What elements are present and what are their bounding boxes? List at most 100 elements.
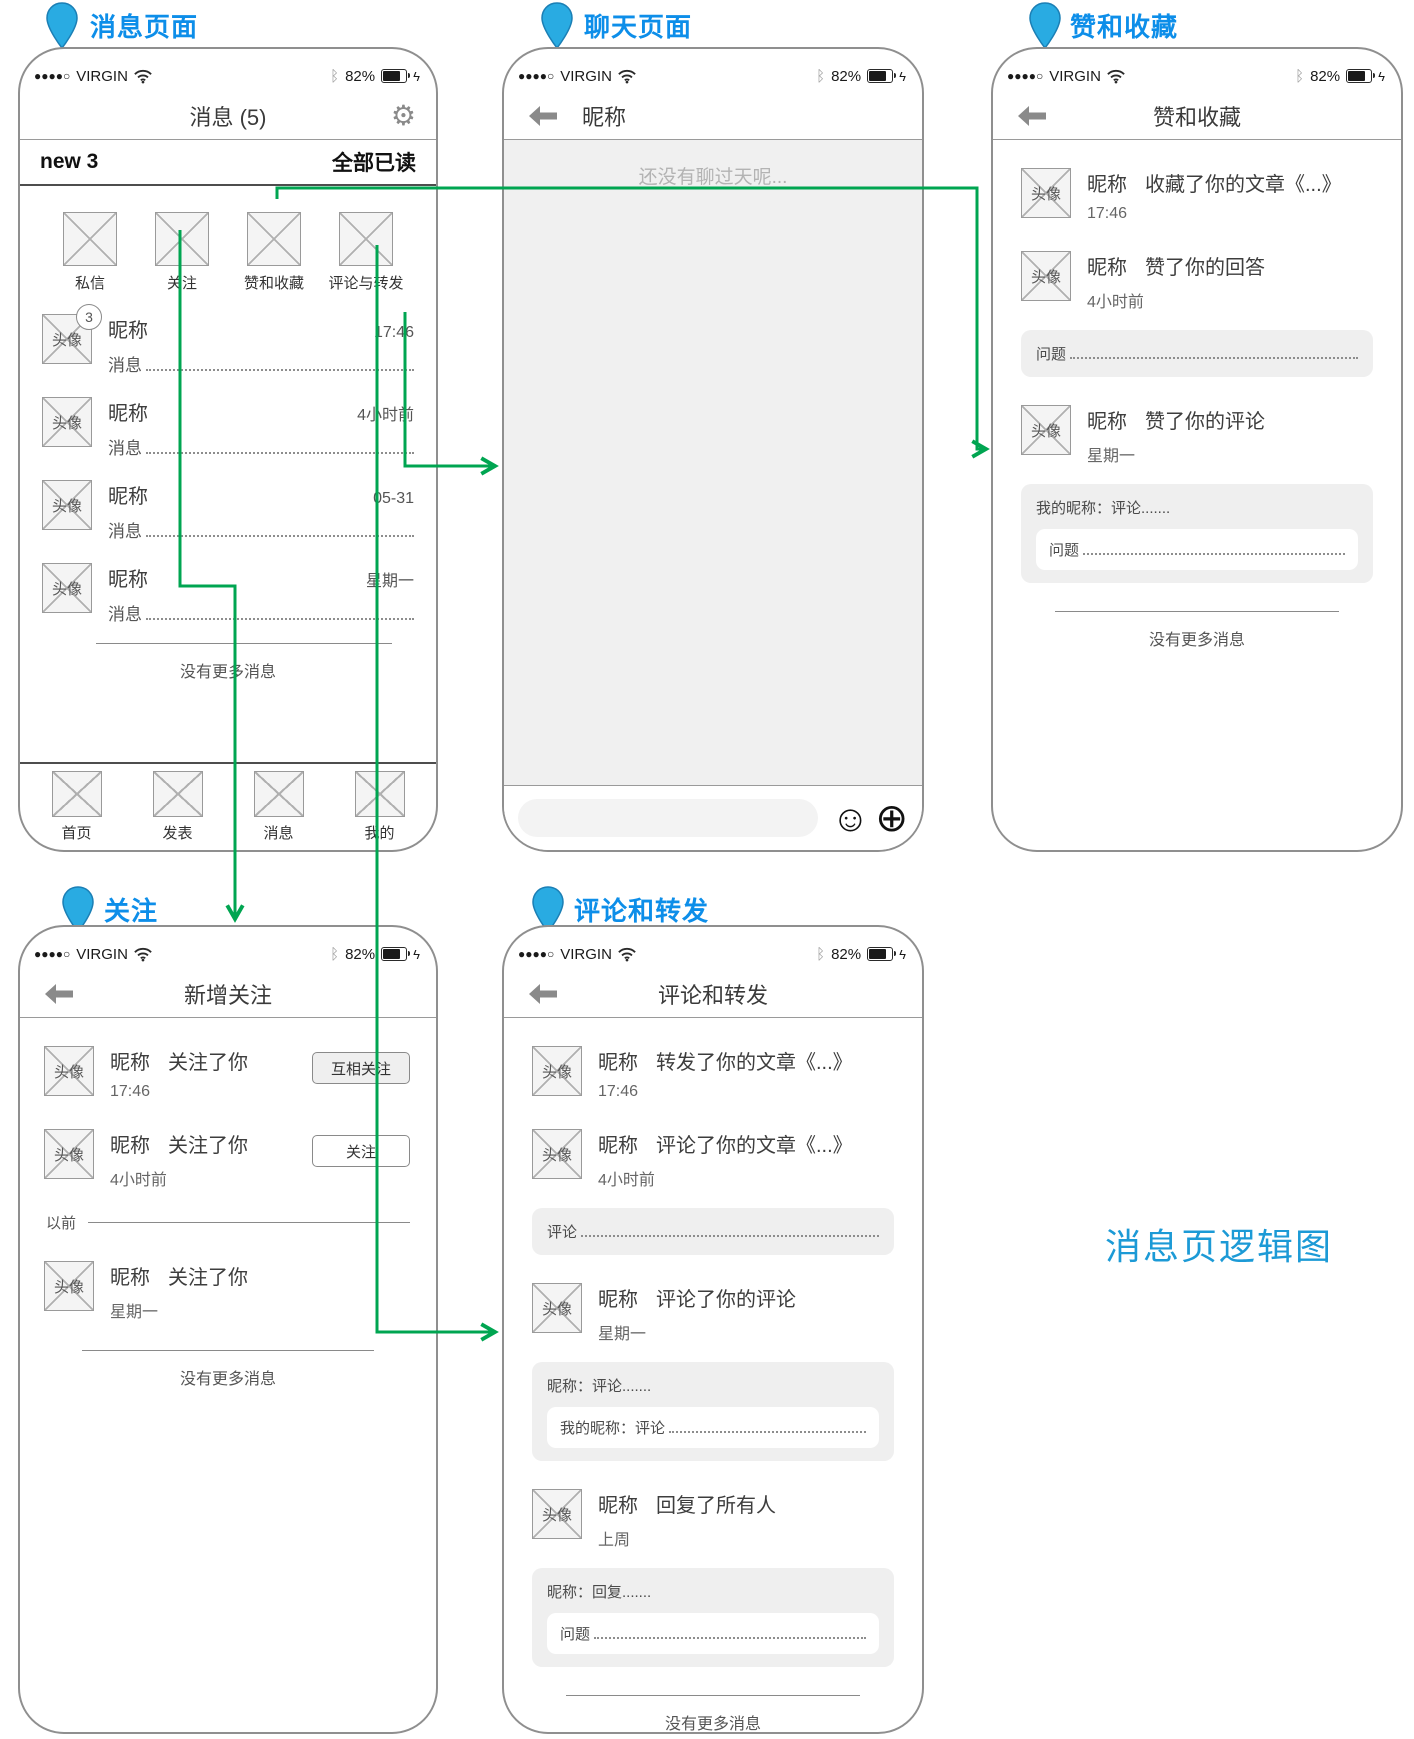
notification-item[interactable]: 头像 昵称评论了你的评论 星期一 <box>504 1283 922 1344</box>
avatar[interactable]: 头像 <box>1021 168 1071 218</box>
follower-item[interactable]: 头像 昵称关注了你 17:46 互相关注 <box>20 1046 436 1101</box>
conversation-row[interactable]: 头像 昵称星期一 消息 <box>20 563 436 625</box>
phone-comments-page: ●●●●○ VIRGIN ᛒ 82% ϟ 评论和转发 头像 昵称转发了你的文章《… <box>502 925 924 1734</box>
mark-all-read-button[interactable]: 全部已读 <box>332 152 416 175</box>
category-comments-reposts[interactable]: 评论与转发 <box>322 212 410 293</box>
notification-item[interactable]: 头像 昵称收藏了你的文章《...》 17:46 <box>993 168 1401 223</box>
action-text: 关注了你 <box>168 1052 248 1074</box>
nav-bar: 赞和收藏 <box>993 93 1401 140</box>
action-text: 回复了所有人 <box>656 1495 776 1517</box>
back-button[interactable] <box>528 105 558 127</box>
notification-item[interactable]: 头像 昵称赞了你的评论 星期一 <box>993 405 1401 466</box>
timestamp: 17:46 <box>1087 205 1128 222</box>
avatar[interactable]: 头像 <box>44 1261 94 1311</box>
likes-favorites-icon <box>247 212 301 266</box>
category-follow[interactable]: 关注 <box>138 212 226 293</box>
avatar[interactable]: 头像 <box>44 1129 94 1179</box>
mutual-follow-button[interactable]: 互相关注 <box>312 1052 410 1084</box>
sender-name: 昵称 <box>108 569 148 591</box>
user-name: 昵称 <box>1087 174 1127 196</box>
user-name: 昵称 <box>110 1267 150 1289</box>
tab-post[interactable]: 发表 <box>152 771 203 843</box>
follow-icon <box>155 212 209 266</box>
notification-item[interactable]: 头像 昵称评论了你的文章《...》 4小时前 <box>504 1129 922 1190</box>
back-button[interactable] <box>528 983 558 1005</box>
avatar[interactable]: 头像 <box>42 563 92 613</box>
user-name: 昵称 <box>598 1495 638 1517</box>
bluetooth-icon: ᛒ <box>330 945 340 963</box>
settings-gear-icon[interactable]: ⚙ <box>390 100 416 131</box>
avatar-placeholder-label: 头像 <box>541 1506 572 1524</box>
category-label: 私信 <box>74 275 105 292</box>
divider <box>96 643 392 644</box>
notification-item[interactable]: 头像 昵称转发了你的文章《...》 17:46 <box>504 1046 922 1101</box>
no-more-label: 没有更多消息 <box>179 1371 276 1388</box>
signal-strength-icon: ●●●●○ <box>34 947 71 961</box>
section-label-likes: 赞和收藏 <box>1070 12 1179 42</box>
avatar[interactable]: 头像 <box>42 480 92 530</box>
tab-messages[interactable]: 消息 <box>253 771 304 843</box>
quoted-content: 我的昵称：评论....... 问题 <box>1021 484 1373 583</box>
avatar[interactable]: 头像 <box>1021 251 1071 301</box>
follower-item[interactable]: 头像 昵称关注了你 星期一 <box>20 1261 436 1322</box>
dotted-leader <box>1070 357 1358 359</box>
avatar[interactable]: 头像 <box>1021 405 1071 455</box>
battery-icon <box>867 947 897 961</box>
timestamp: 05-31 <box>373 490 414 507</box>
avatar[interactable]: 头像 <box>532 1129 582 1179</box>
my-comment-box: 我的昵称：评论 <box>547 1407 879 1448</box>
action-text: 关注了你 <box>168 1267 248 1289</box>
user-name: 昵称 <box>598 1135 638 1157</box>
avatar[interactable]: 头像 <box>42 397 92 447</box>
comment-line: 昵称：评论....... <box>547 1378 652 1395</box>
timestamp: 星期一 <box>598 1326 647 1343</box>
dotted-leader <box>581 1235 879 1237</box>
new-count-label: new 3 <box>40 150 99 173</box>
follower-item[interactable]: 头像 昵称关注了你 4小时前 关注 <box>20 1129 436 1190</box>
battery-percent: 82% <box>345 945 376 963</box>
avatar[interactable]: 头像 3 <box>42 304 102 364</box>
avatar[interactable]: 头像 <box>532 1283 582 1333</box>
category-private-message[interactable]: 私信 <box>46 212 134 293</box>
attachment-plus-button[interactable]: ⊕ <box>875 796 908 840</box>
avatar[interactable]: 头像 <box>532 1489 582 1539</box>
avatar-placeholder-label: 头像 <box>51 414 82 432</box>
sender-name: 昵称 <box>108 403 148 425</box>
wifi-icon <box>134 947 152 961</box>
emoji-button[interactable]: ☺ <box>831 797 870 839</box>
follow-back-button[interactable]: 关注 <box>312 1135 410 1167</box>
status-bar: ●●●●○ VIRGIN ᛒ 82% ϟ <box>504 927 922 971</box>
category-likes-favorites[interactable]: 赞和收藏 <box>230 212 318 293</box>
divider <box>82 1350 374 1351</box>
action-text: 赞了你的评论 <box>1145 411 1265 433</box>
messages-icon <box>253 771 304 817</box>
avatar-placeholder-label: 头像 <box>53 1063 84 1081</box>
message-input[interactable] <box>518 799 818 837</box>
timestamp: 星期一 <box>365 573 414 590</box>
avatar[interactable]: 头像 <box>44 1046 94 1096</box>
private-message-icon <box>63 212 117 266</box>
empty-chat-hint: 还没有聊过天呢... <box>638 167 788 188</box>
avatar[interactable]: 头像 <box>532 1046 582 1096</box>
no-more-label: 没有更多消息 <box>179 664 276 681</box>
carrier-label: VIRGIN <box>76 945 128 963</box>
battery-icon <box>1346 69 1376 83</box>
tab-home[interactable]: 首页 <box>51 771 102 843</box>
back-button[interactable] <box>1017 105 1047 127</box>
phone-chat-page: ●●●●○ VIRGIN ᛒ 82% ϟ 昵称 还没有聊过天呢... ☺ ⊕ <box>502 47 924 852</box>
notification-item[interactable]: 头像 昵称赞了你的回答 4小时前 <box>993 251 1401 312</box>
dotted-leader <box>146 535 414 537</box>
back-button[interactable] <box>44 983 74 1005</box>
earlier-divider: 以前 <box>46 1212 410 1233</box>
quoted-question: 问题 <box>1036 529 1358 570</box>
nav-bar: 评论和转发 <box>504 971 922 1018</box>
tab-profile[interactable]: 我的 <box>354 771 405 843</box>
notification-item[interactable]: 头像 昵称回复了所有人 上周 <box>504 1489 922 1550</box>
avatar-placeholder-label: 头像 <box>53 1146 84 1164</box>
charging-icon: ϟ <box>413 68 420 84</box>
battery-percent: 82% <box>345 67 376 85</box>
section-label-follows: 关注 <box>104 896 159 926</box>
